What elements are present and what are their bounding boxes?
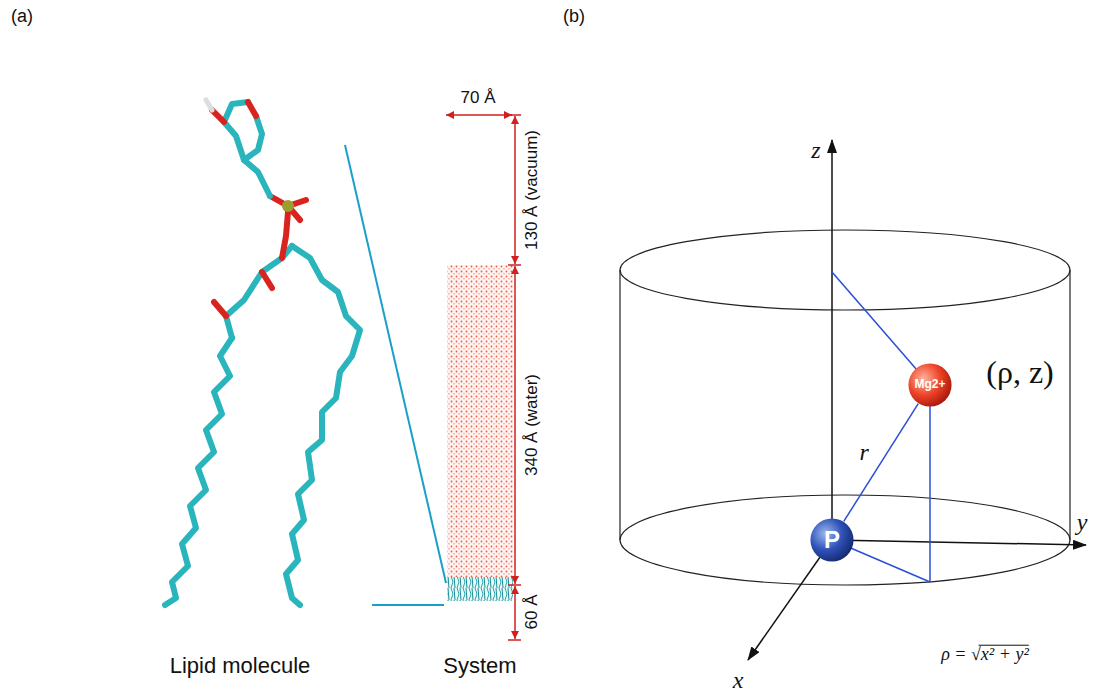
cylinder (620, 230, 1070, 585)
cylinder-side (619, 270, 620, 540)
oxygen-bond (212, 102, 256, 122)
z-axis (831, 140, 833, 540)
dimension-label: 130 Å (vacuum) (522, 128, 542, 252)
formula-label: ρ = √x² + y² (939, 644, 1031, 666)
dimension-tick (508, 584, 521, 586)
oxygen-bond (214, 302, 226, 316)
distance-line (844, 404, 918, 522)
panel-label: (a) (9, 6, 35, 28)
distance-label: r (857, 437, 870, 466)
y-axis (832, 540, 1086, 545)
magnesium-ion: Mg2+ (908, 363, 952, 407)
axes (748, 140, 1086, 660)
atom-outline (908, 363, 951, 406)
lipid-tail (165, 338, 232, 605)
dimension-tick (508, 114, 521, 116)
panel-label: (b) (561, 6, 587, 28)
width-arrow (446, 114, 512, 116)
oxygen-bond (282, 212, 288, 258)
lipid-molecule (165, 100, 360, 605)
axis-label: y (1075, 508, 1090, 537)
oxygen-bond (270, 196, 306, 220)
atom-outline (810, 518, 853, 561)
water-slab (447, 265, 513, 577)
axis-label: z (809, 136, 822, 165)
cylinder-side (1069, 270, 1070, 540)
lipid-monolayer (447, 577, 513, 601)
dimension-tick (508, 264, 521, 266)
projection-line (832, 272, 930, 385)
zoom-line (345, 145, 446, 583)
atom-symbol: Mg2+ (914, 378, 945, 391)
caption-label: System (441, 653, 518, 679)
zoom-line (372, 604, 444, 606)
caption-label: Lipid molecule (168, 653, 313, 679)
x-axis (748, 540, 832, 660)
coordinate-label: (ρ, z) (984, 353, 1055, 391)
lipid-tail (286, 246, 360, 605)
hydrogen-bond (206, 100, 212, 110)
oxygen-bond (262, 272, 272, 288)
height-arrow (514, 586, 516, 639)
projection-line (929, 385, 931, 582)
height-arrow (514, 266, 516, 584)
simulation-box (447, 265, 513, 601)
head-group (224, 102, 270, 196)
phosphorus-atom-stick (282, 200, 294, 212)
axis-label: x (731, 666, 746, 695)
dimension-tick (508, 639, 521, 641)
dimension-label: 340 Å (water) (522, 372, 542, 478)
cylinder-bottom (620, 495, 1070, 585)
dimension-label: 60 Å (522, 593, 542, 632)
head-group (244, 116, 262, 160)
atom-symbol: P (824, 527, 840, 553)
zoom-lines (345, 145, 446, 605)
height-arrow (514, 116, 516, 264)
phosphorus-atom: P (810, 518, 854, 562)
dimension-label: 70 Å (459, 88, 498, 108)
cylinder-top (620, 230, 1070, 310)
dimension-lines (446, 115, 521, 640)
